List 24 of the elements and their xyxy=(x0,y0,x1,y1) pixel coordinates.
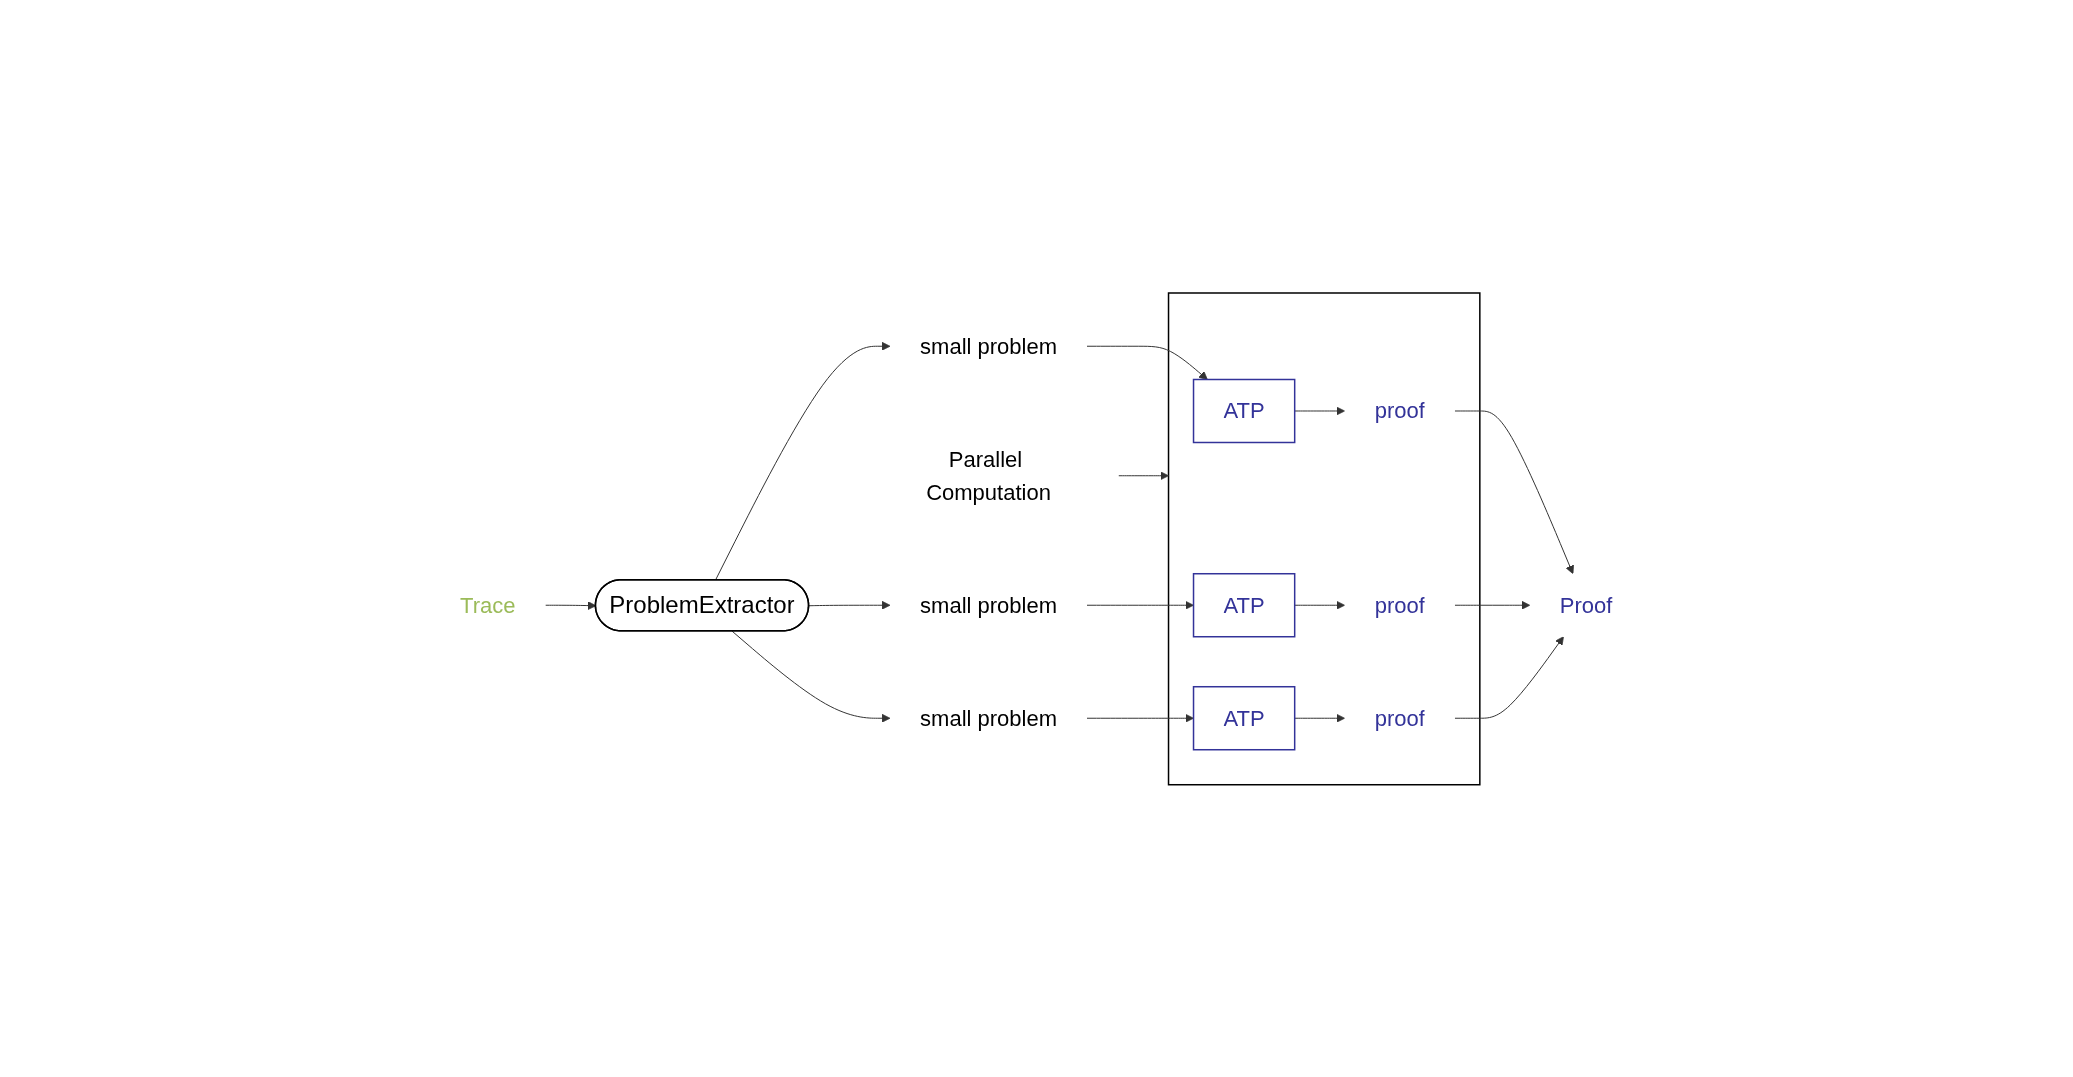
arrow xyxy=(1086,345,1208,380)
arrow xyxy=(808,600,891,610)
node-text: small problem xyxy=(920,705,1058,731)
node-box: ATP xyxy=(1193,572,1296,638)
node-text: Trace xyxy=(460,592,516,618)
node-text: small problem xyxy=(920,333,1058,359)
node-box: ATP xyxy=(1193,685,1296,751)
arrow xyxy=(1294,406,1346,415)
node-text: Parallel Computation xyxy=(926,446,1052,505)
arrow xyxy=(731,630,891,723)
arrow xyxy=(715,341,891,581)
node-text: proof xyxy=(1374,398,1426,424)
cluster xyxy=(1168,291,1481,786)
node-text: proof xyxy=(1374,592,1426,618)
node-box: ATP xyxy=(1193,378,1296,443)
arrow xyxy=(1118,470,1170,480)
node-text: small problem xyxy=(920,592,1058,618)
arrow xyxy=(1294,713,1346,723)
arrow xyxy=(1294,600,1346,610)
node-text: proof xyxy=(1374,705,1426,731)
arrow xyxy=(1454,410,1575,574)
arrow xyxy=(1454,600,1531,610)
node-text: Proof xyxy=(1560,592,1613,618)
arrow xyxy=(1454,635,1565,719)
